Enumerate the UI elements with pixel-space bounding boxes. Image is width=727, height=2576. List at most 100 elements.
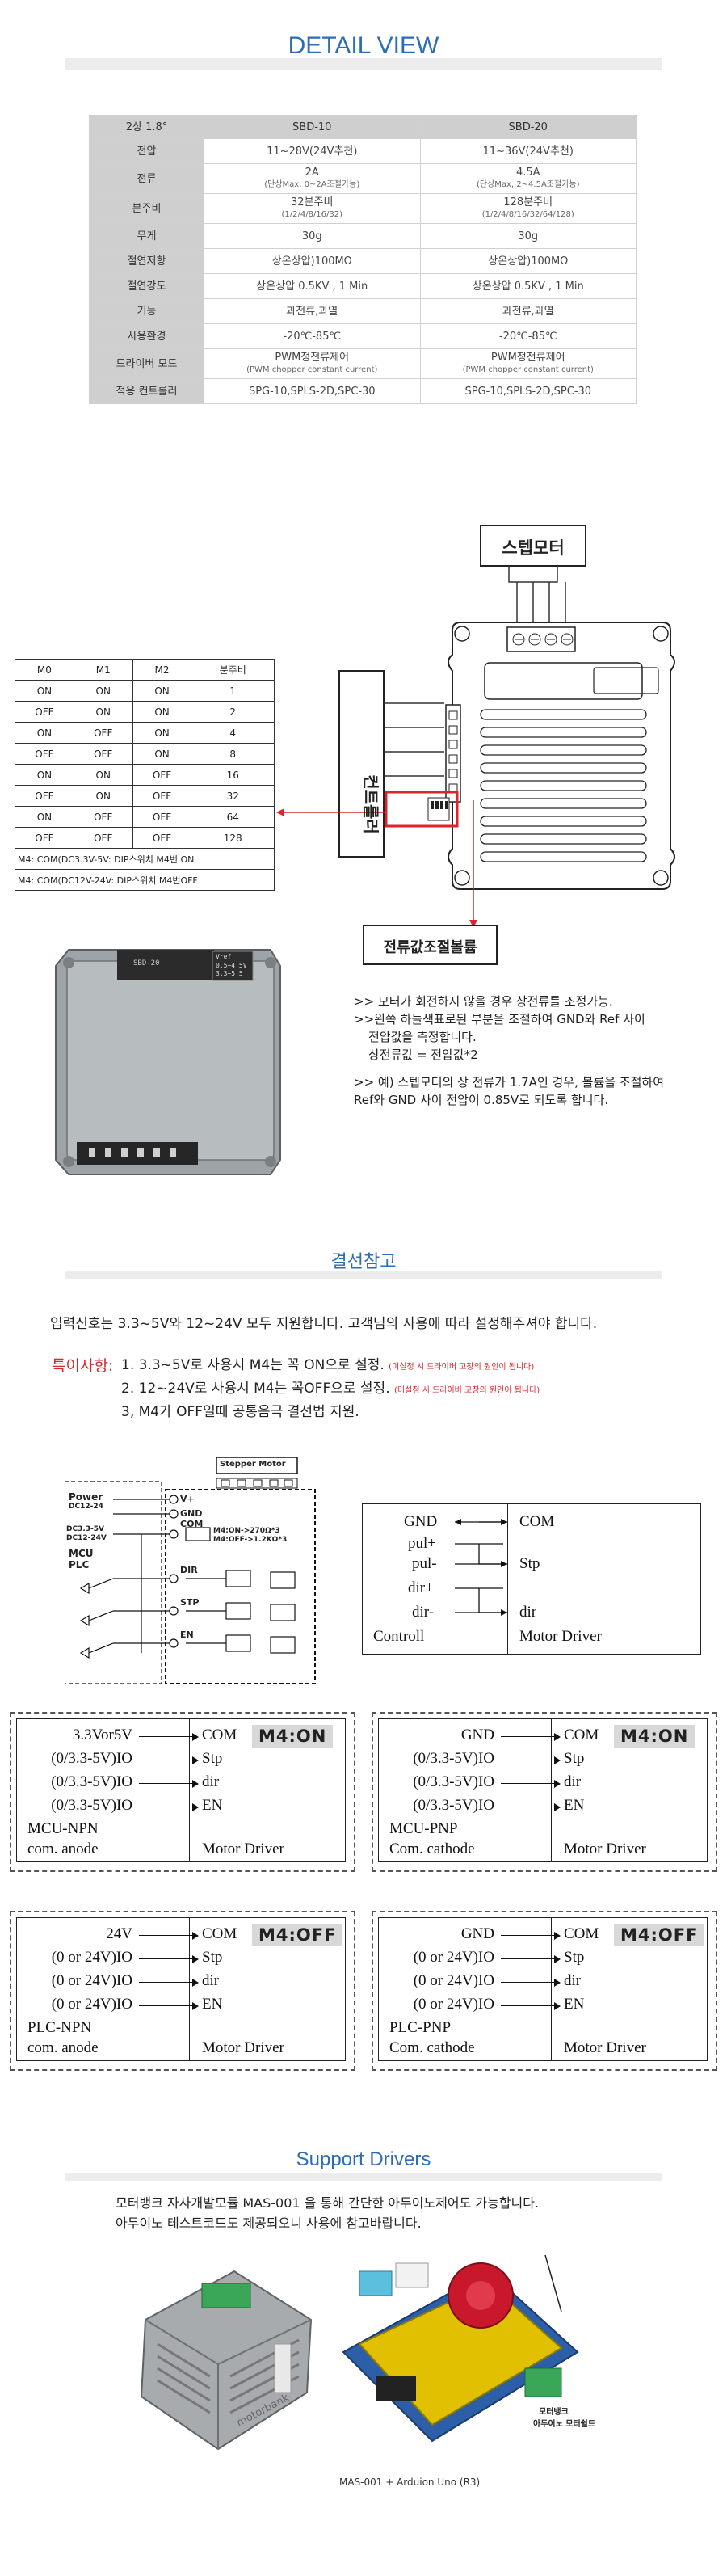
support-title-underline [65,2173,662,2181]
wiring-panel [372,1911,717,2071]
dip-cell: 16 [191,764,275,786]
dip-cell: OFF [15,743,74,765]
basic-right-com: COM [519,1513,555,1530]
note-line-5: >> 예) 스텝모터의 상 전류가 1.7A인 경우, 볼륨을 조절하여 [354,1075,665,1090]
special-item-1: 1. 3.3~5V로 사용시 M4는 꼭 ON으로 설정. (미설정 시 드라이… [121,1357,535,1373]
spec-cell-main: 상온상압)100MΩ [488,255,569,268]
panel-name: PLC-NPN [27,2019,92,2036]
wiring-panel [10,1712,355,1872]
spec-cell-main: 32분주비 [291,196,334,209]
dip-header-cell: M2 [132,659,192,681]
dip-cell: OFF [15,701,74,723]
shield-label-2: 아두이노 모터쉴드 [533,2420,596,2429]
spec-cell: 2A(단상Max, 0~2A조절가능) [204,163,421,194]
spec-cell: PWM정전류제어(PWM chopper constant current) [419,348,637,379]
panel-left-label: (0 or 24V)IO [413,1972,494,1989]
photo-label-v: 3.3~5.5 [216,970,243,977]
panel-right-label: COM [202,1925,237,1942]
support-caption: MAS-001 + Arduion Uno (R3) [339,2477,481,2488]
schem-m4on: M4:ON->270Ω*3 [213,1527,280,1535]
heatsink-fin [480,762,647,774]
spec-cell-main: -20℃-85℃ [283,330,342,343]
spec-cell-main: 2A [305,167,319,179]
panel-name: PLC-PNP [389,2019,452,2036]
basic-right-stp: Stp [519,1555,540,1572]
panel-name-sub: Com. cathode [389,2039,475,2056]
schem-pin-stp: STP [180,1597,200,1608]
dip-cell: ON [73,701,133,723]
dip-cell: OFF [132,785,192,807]
dip-cell: ON [73,680,133,702]
spec-cell: 30g [419,223,637,249]
spec-cell-sub: (PWM chopper constant current) [462,365,594,374]
panel-name-sub: com. anode [27,1840,99,1857]
schem-power-v: DC12-24 [69,1503,103,1511]
dip-note: M4: COM(DC3.3V-5V: DIP스위치 M4번 ON [15,848,275,870]
panel-right-label: dir [202,1773,220,1790]
panel-right-label: COM [564,1726,599,1743]
controller-label: 컨트롤러 [361,774,380,834]
panel-wire-arrow [554,2002,561,2010]
dip-cell: ON [132,701,192,723]
panel-wire-arrow [192,1932,199,1940]
spec-row-label: 사용환경 [89,323,204,349]
panel-right-label: Stp [202,1750,223,1767]
panel-wire-arrow [192,1979,199,1987]
basic-left-gnd: GND [404,1513,438,1530]
photo-chip-text: SBD-20 [133,959,160,968]
panel-wire [501,2005,559,2006]
spec-cell: 상온상압 0.5KV , 1 Min [419,273,637,299]
spec-header-cell: SBD-20 [419,115,637,139]
note-line-6: Ref와 GND 사이 전압이 0.85V로 되도록 합니다. [354,1093,609,1107]
dip-cell: ON [73,764,133,786]
panel-wire [501,1982,559,1983]
panel-driver-label: Motor Driver [564,2039,646,2056]
dip-cell: ON [15,722,74,744]
panel-right-label: dir [202,1972,220,1989]
shield-label-1: 모터뱅크 [539,2408,569,2417]
panel-left-label: (0/3.3-5V)IO [51,1750,132,1767]
panel-controller-box [16,1718,199,1862]
heatsink-fin [480,798,647,809]
spec-header-cell: 2상 1.8° [89,115,204,139]
panel-right-label: Stp [564,1750,585,1767]
wiring-title-underline [65,1271,662,1279]
panel-right-label: EN [564,1797,585,1814]
spec-cell: 32분주비(1/2/4/8/16/32) [204,193,421,224]
dip-cell: OFF [73,827,133,849]
panel-wire [139,1935,197,1936]
schem-pin-en: EN [180,1629,194,1640]
spec-cell-main: 상온상압)100MΩ [271,255,352,268]
special-items: 1. 3.3~5V로 사용시 M4는 꼭 ON으로 설정. (미설정 시 드라이… [121,1355,540,1423]
dip-cell: OFF [132,827,192,849]
panel-left-label: (0/3.3-5V)IO [413,1773,494,1790]
panel-left-label: GND [460,1925,494,1942]
note-line-3: 전압값을 측정합니다. [368,1030,477,1044]
panel-wire-arrow [554,1780,561,1788]
schem-plc: PLC [69,1559,90,1570]
spec-row-label: 기능 [89,298,204,324]
photo-label-range: 0.5~4.5V [216,962,247,969]
panel-wire [501,1736,559,1737]
spec-row-label: 전류 [89,163,204,194]
panel-right-label: EN [202,1996,223,2013]
dip-cell: OFF [132,806,192,828]
schem-pin-vplus: V+ [180,1494,195,1504]
spec-cell-main: 30g [301,230,322,242]
panel-left-label: (0/3.3-5V)IO [413,1797,494,1814]
panel-wire [139,1736,197,1737]
panel-wire-arrow [554,1979,561,1987]
spec-cell-main: 4.5A [515,167,540,179]
spec-cell-sub: (1/2/4/8/16/32/64/128) [481,210,574,219]
spec-cell: 4.5A(단상Max, 2~4.5A조절가능) [419,163,637,194]
dip-cell: ON [15,806,74,828]
